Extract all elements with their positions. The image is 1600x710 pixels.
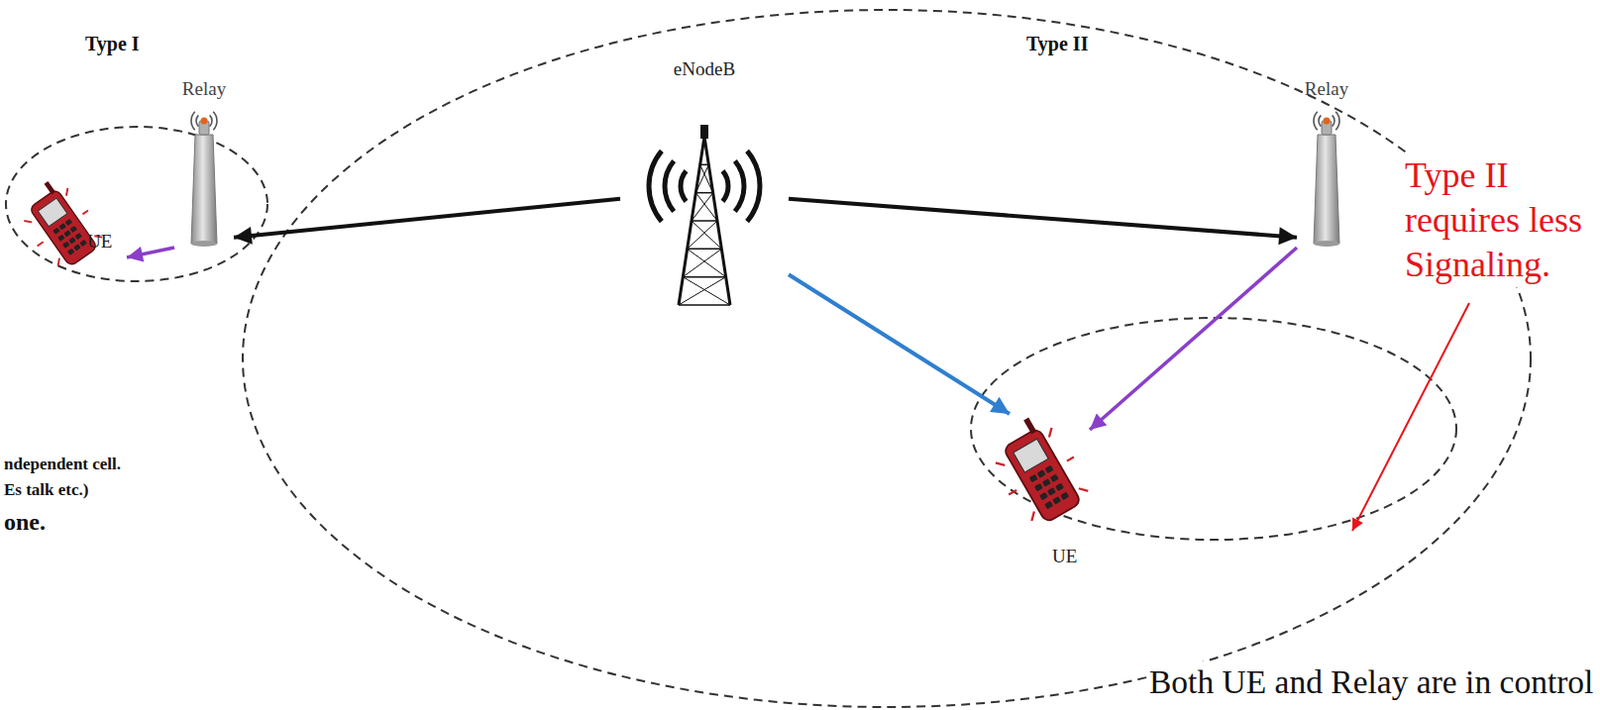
tower-symbol (648, 124, 760, 306)
node-label: Relay (182, 79, 226, 101)
macro-cell-boundary (242, 9, 1531, 708)
node-label: eNodeB (673, 59, 736, 81)
node-label: UE (1052, 546, 1077, 568)
node-icon (1296, 77, 1357, 248)
type2-cell-boundary (970, 318, 1457, 540)
node-label: Relay (1304, 79, 1349, 101)
cropped-note: one. (3, 507, 46, 537)
callout-note: Type II requires less Signaling. (1404, 153, 1596, 288)
ue-node: UE (27, 178, 127, 278)
enodeb-node: eNodeB (620, 57, 789, 311)
signal-arrow (788, 274, 1010, 415)
cropped-note: ndependent cell. (3, 453, 121, 475)
type1-cell-boundary (5, 126, 268, 282)
cropped-note: Es talk etc.) (3, 479, 89, 501)
relay-symbol (191, 111, 217, 247)
node-label: UE (87, 231, 112, 253)
type-heading: Type II (1026, 31, 1088, 57)
relay-symbol (1313, 111, 1340, 247)
relay-node: Relay (174, 77, 234, 248)
signal-arrow (233, 199, 621, 238)
red-leader-arrow (1352, 303, 1470, 532)
signal-arrow (126, 247, 175, 258)
phone-symbol (979, 408, 1095, 534)
statement-text: Both UE and Relay are in control (1149, 661, 1594, 704)
signal-arrow (1089, 247, 1297, 430)
relay-node: Relay (1296, 77, 1357, 248)
node-icon (27, 178, 127, 278)
type-heading: Type I (85, 31, 140, 57)
node-icon (620, 57, 789, 311)
signal-arrow (788, 199, 1297, 238)
phone-symbol (9, 172, 108, 276)
node-icon (174, 77, 234, 248)
ue-node: UE (1000, 414, 1090, 573)
